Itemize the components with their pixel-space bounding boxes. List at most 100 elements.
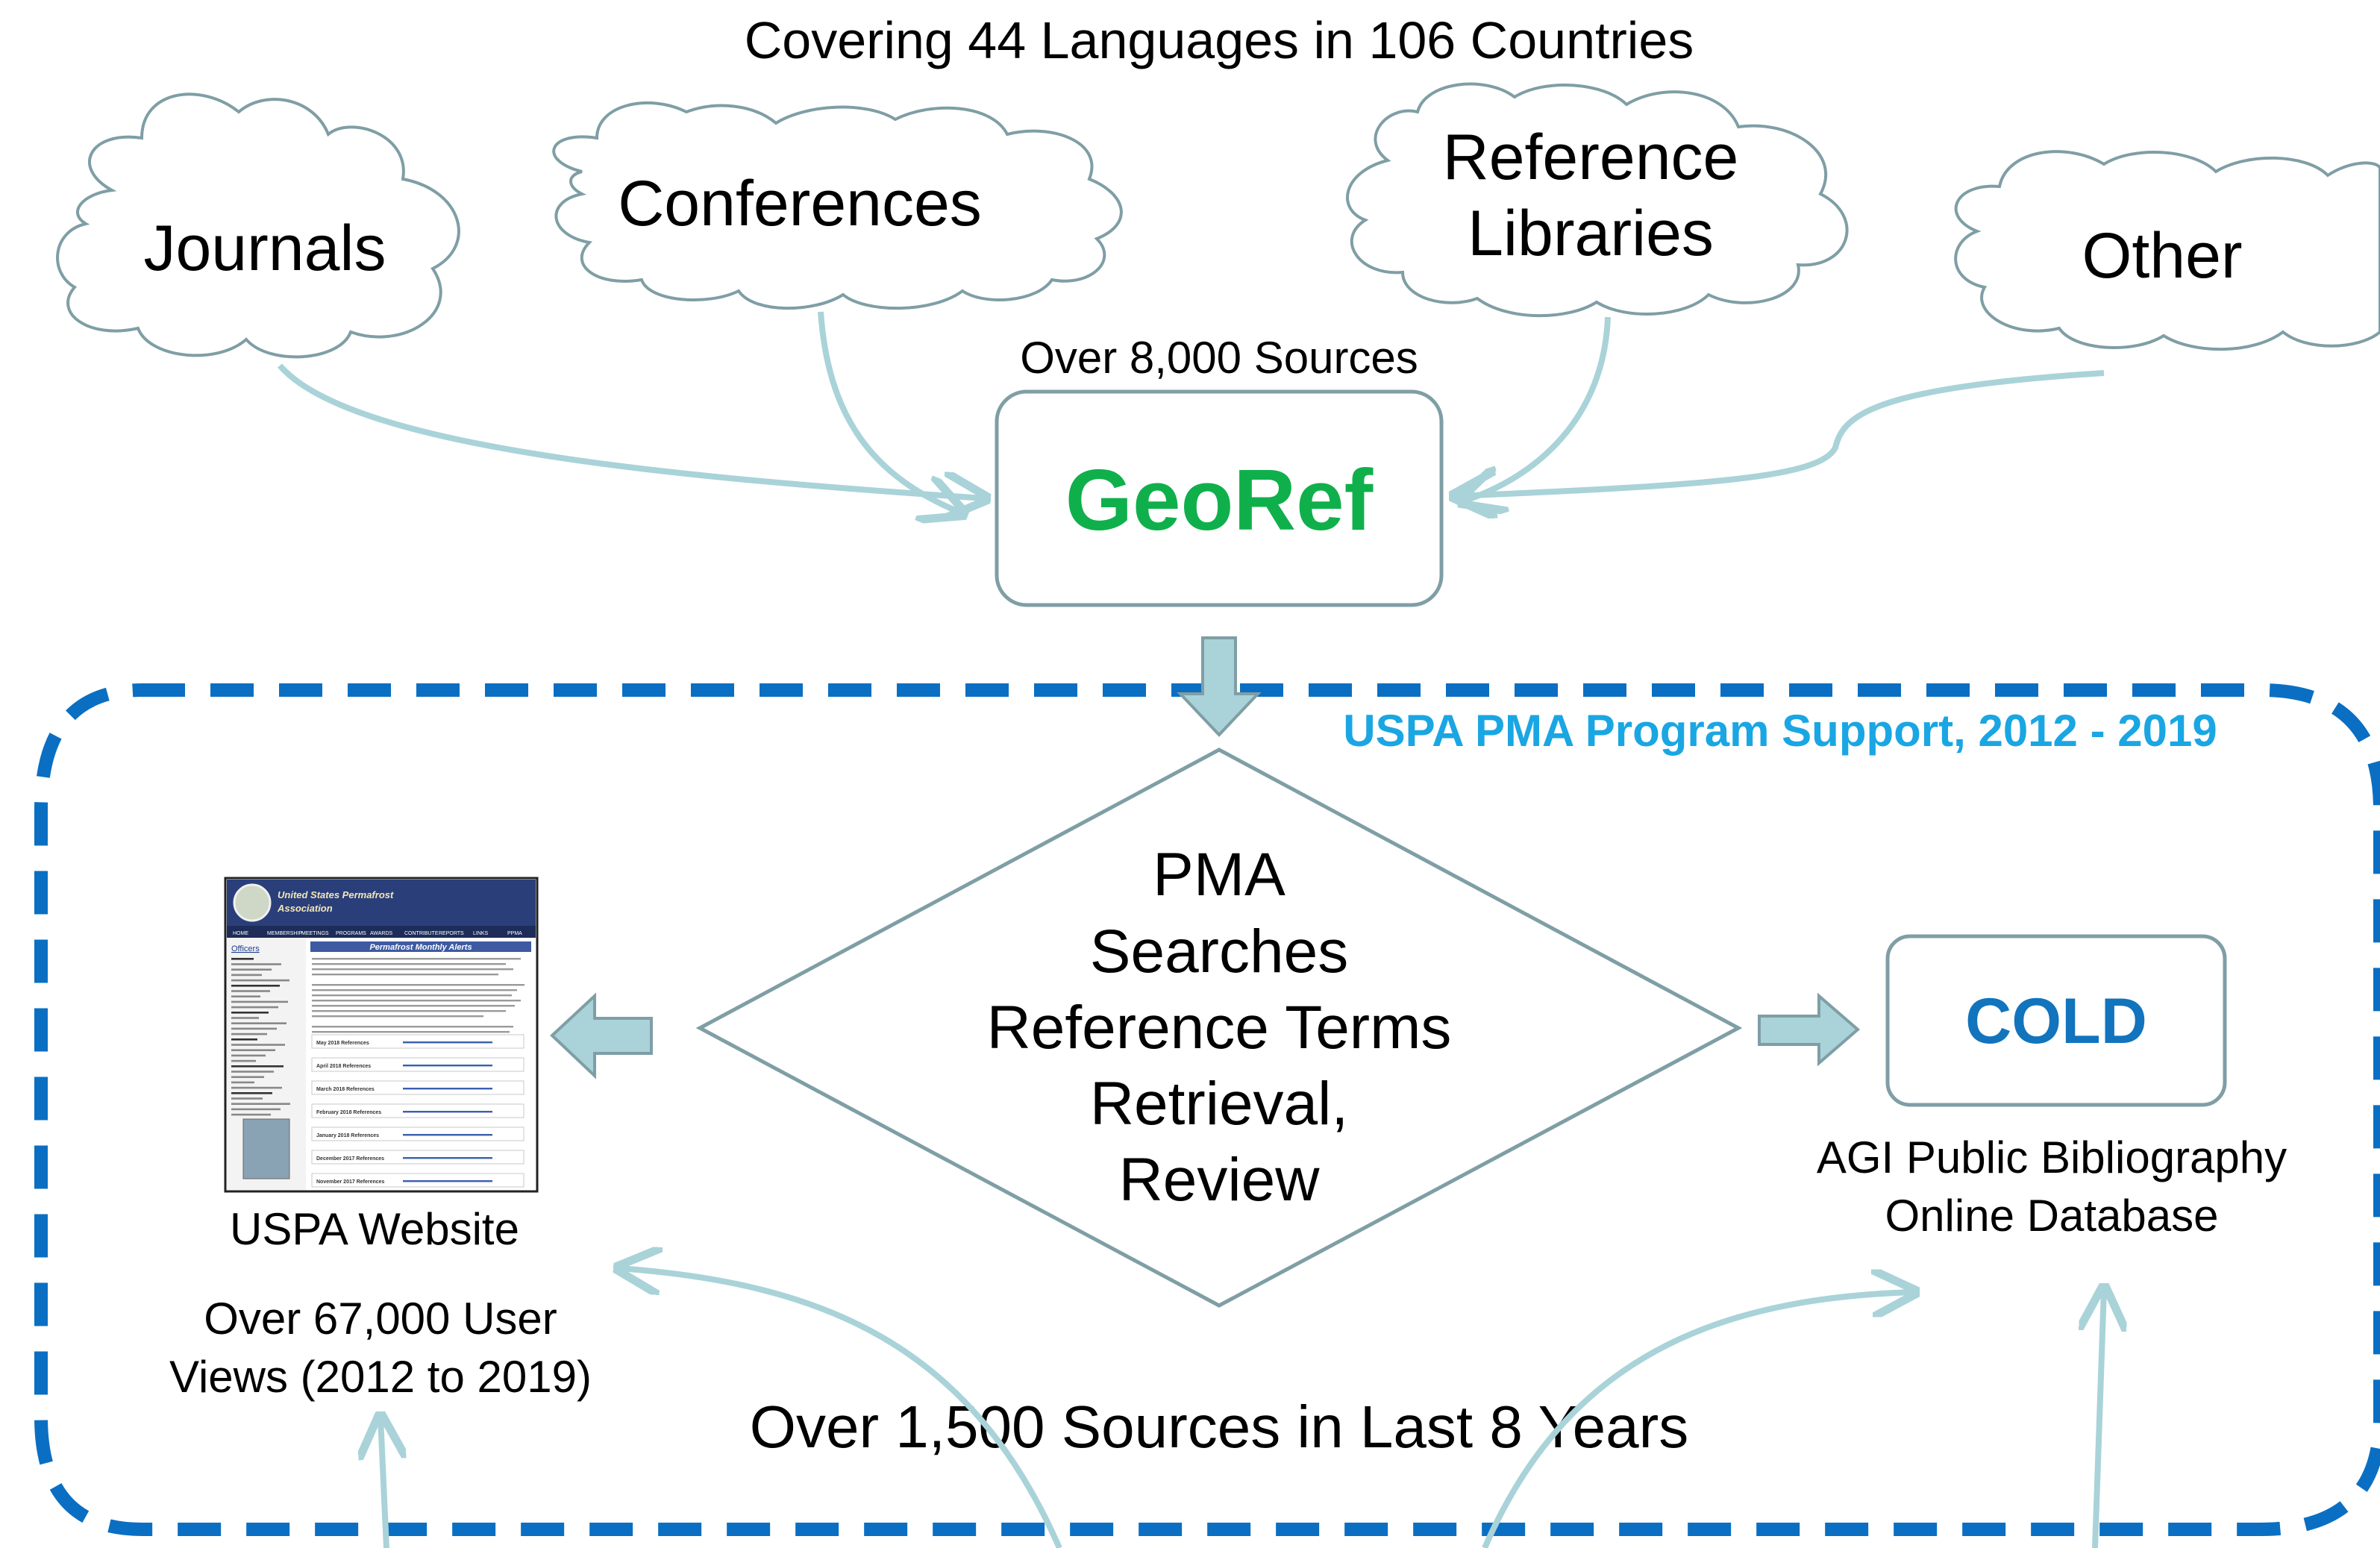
thumb-sidebar-line: [231, 1049, 275, 1051]
arrow-pma-to-uspa: [550, 992, 653, 1079]
cloud-conferences-label: Conferences: [618, 168, 982, 239]
pma-diamond: [695, 748, 1743, 1308]
thumb-alert-label: February 2018 References: [316, 1110, 381, 1115]
cloud-reference-libraries: Reference Libraries: [1346, 82, 1849, 318]
thumb-alert-links: [403, 1065, 492, 1067]
uspa-website-thumbnail: United States Permafrost Association HOM…: [224, 877, 539, 1193]
cloud-reference-libraries-label-line1: Reference: [1443, 122, 1739, 193]
thumb-body-line: [312, 968, 513, 971]
uspa-views-line1: Over 67,000 User: [204, 1294, 557, 1344]
thumb-sidebar-line: [231, 1059, 256, 1062]
thumb-alert-label: May 2018 References: [316, 1041, 369, 1046]
thumb-alert-links: [403, 1041, 492, 1044]
thumb-sidebar-line: [231, 1054, 266, 1057]
thumb-nav-item: MEMBERSHIP: [267, 931, 302, 936]
arrow-georef-to-pma: [1177, 636, 1262, 737]
cold-box: [1885, 934, 2227, 1107]
arrow-bottom-to-cold: [2095, 1289, 2104, 1548]
thumb-alert-links: [403, 1180, 492, 1182]
recent-sources-caption: Over 1,500 Sources in Last 8 Years: [750, 1394, 1689, 1460]
program-boundary: [34, 683, 2380, 1536]
thumb-alert-label: April 2018 References: [316, 1064, 371, 1069]
thumb-sidebar-line: [231, 1044, 285, 1046]
thumb-alert-label: December 2017 References: [316, 1156, 384, 1162]
cloud-other: Other: [1954, 150, 2380, 351]
cold-desc-line2: Online Database: [1885, 1191, 2219, 1241]
thumb-body-line: [312, 1026, 513, 1028]
pma-line3: Reference Terms: [987, 994, 1452, 1062]
thumb-sidebar-line: [231, 974, 262, 977]
thumb-sidebar-title: Officers: [231, 944, 260, 953]
thumb-body-line: [312, 1005, 515, 1007]
thumb-sidebar-line: [231, 1092, 272, 1094]
thumb-sidebar-line: [231, 1006, 278, 1009]
cloud-other-label: Other: [2082, 220, 2242, 292]
thumb-sidebar-line: [231, 1017, 259, 1019]
thumb-alert-label: March 2018 References: [316, 1087, 375, 1092]
thumb-sidebar-line: [231, 1012, 269, 1014]
thumb-sidebar-line: [231, 1081, 254, 1084]
pma-line1: PMA: [1153, 841, 1285, 909]
thumb-sidebar-image: [242, 1118, 290, 1179]
thumb-alert-links: [403, 1088, 492, 1090]
thumb-body-line: [312, 989, 517, 991]
arrow-bottom-to-uspa-website: [619, 1268, 1062, 1548]
thumb-sidebar-line: [231, 1038, 257, 1041]
thumb-sidebar-line: [231, 1113, 271, 1116]
thumb-sidebar-line: [231, 958, 254, 960]
thumb-sidebar-line: [231, 979, 289, 982]
thumb-org-line1: United States Permafrost: [278, 889, 394, 900]
cloud-conferences: Conferences: [552, 101, 1123, 310]
thumb-body-line: [312, 963, 506, 965]
arrow-conferences-to-georef: [818, 311, 962, 513]
thumb-logo: [233, 883, 272, 922]
thumb-sidebar-line: [231, 1071, 274, 1073]
thumb-sidebar-line: [231, 1027, 277, 1030]
thumb-sidebar-line: [231, 990, 270, 992]
thumb-body-line: [312, 974, 498, 976]
thumb-sidebar-line: [231, 985, 280, 987]
cloud-conferences-shape: [552, 101, 1123, 310]
bottom-arrows: [381, 1268, 2104, 1548]
cold-desc-line1: AGI Public Bibliography: [1817, 1132, 2287, 1182]
thumb-sidebar-lines: [231, 958, 290, 1116]
georef-label: GeoRef: [1065, 451, 1374, 548]
cloud-reference-libraries-label-line2: Libraries: [1468, 198, 1714, 269]
sources-count-caption: Over 8,000 Sources: [1020, 333, 1418, 383]
cloud-journals-label: Journals: [143, 213, 386, 284]
thumb-sidebar-line: [231, 1097, 263, 1100]
cloud-reference-libraries-shape: [1346, 82, 1849, 318]
cold-label: COLD: [1965, 985, 2147, 1057]
thumb-alert-links: [403, 1111, 492, 1113]
thumb-alert-label: November 2017 References: [316, 1179, 385, 1185]
thumb-org-line2: Association: [277, 903, 333, 914]
arrow-bottom-to-uspa-views: [381, 1417, 386, 1548]
arrow-reference-libraries-to-georef: [1462, 316, 1611, 501]
thumb-body-line: [312, 1031, 510, 1033]
thumb-header: [227, 880, 536, 926]
arrow-journals-to-georef: [277, 363, 985, 498]
thumb-sidebar-line: [231, 1076, 264, 1078]
thumb-page-title: Permafrost Monthly Alerts: [369, 943, 472, 952]
thumb-nav-item: REPORTS: [439, 931, 464, 936]
arrow-bottom-to-cold-desc: [1482, 1292, 1914, 1548]
uspa-website-label: USPA Website: [230, 1204, 519, 1254]
georef-box: [995, 389, 1444, 607]
thumb-alert-links: [403, 1134, 492, 1136]
thumb-nav-item: AWARDS: [370, 931, 393, 936]
thumb-title-bar: [310, 941, 531, 952]
thumb-nav-bar: [227, 926, 536, 938]
pma-line4: Retrieval,: [1090, 1070, 1348, 1138]
cold-node: COLD: [1885, 934, 2227, 1107]
thumb-nav-item: PROGRAMS: [336, 931, 366, 936]
thumb-sidebar-line: [231, 1108, 281, 1111]
thumb-alert-label: January 2018 References: [316, 1133, 379, 1138]
thumb-sidebar-line: [231, 1065, 284, 1068]
uspa-views-line2: Views (2012 to 2019): [169, 1352, 592, 1402]
thumb-sidebar-line: [231, 1022, 286, 1024]
thumb-body-line: [312, 1010, 506, 1012]
thumb-sidebar-line: [231, 968, 272, 971]
thumb-body-line: [312, 984, 524, 986]
